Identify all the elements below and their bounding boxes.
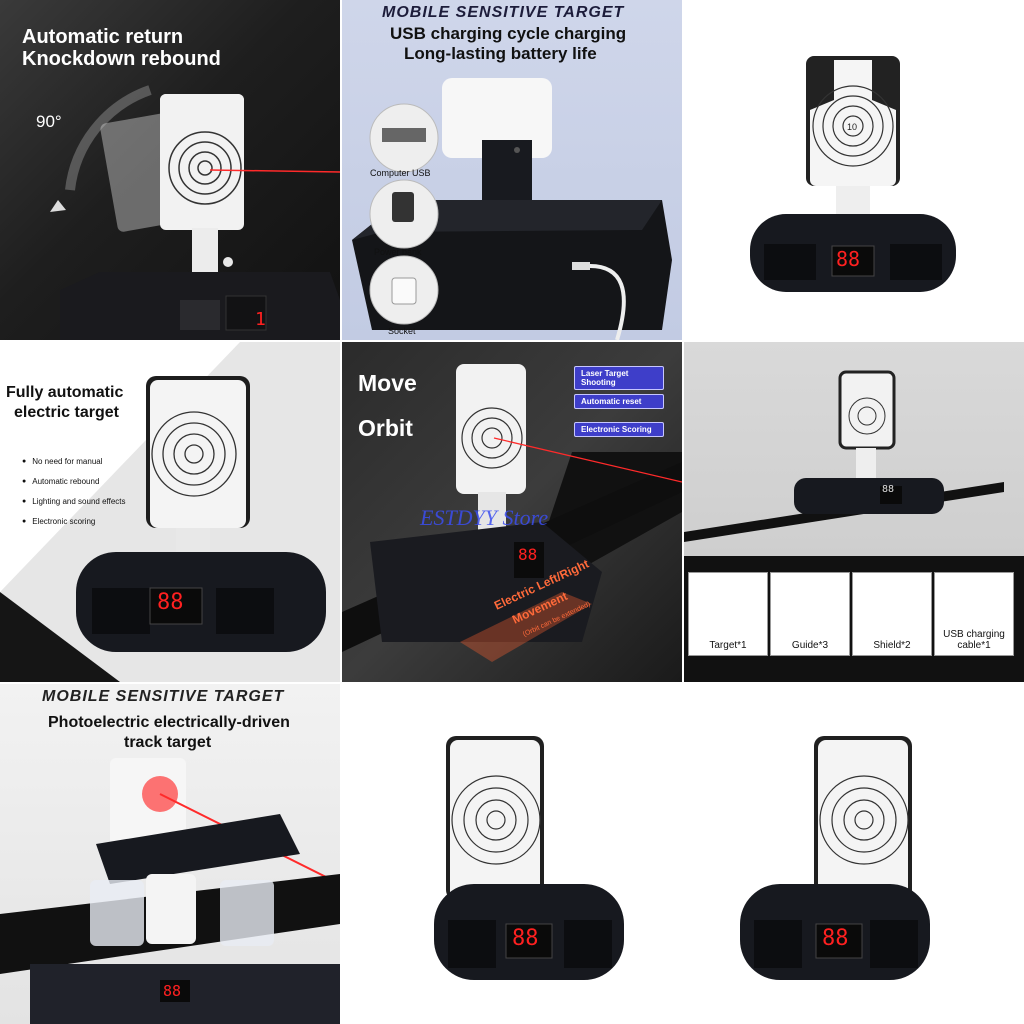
panel-track-target: MOBILE SENSITIVE TARGET Photoelectric el… (0, 684, 340, 1024)
panel-product-angle-left: 88 (342, 684, 682, 1024)
panel-knockdown-rebound: 1 Automatic return Knockdown rebound 90° (0, 0, 340, 340)
accessory-label: Shield*2 (873, 640, 911, 651)
store-watermark: ESTDYY Store (420, 505, 549, 530)
orbit-label: Orbit (358, 415, 413, 441)
brand-heading: MOBILE SENSITIVE TARGET (382, 4, 625, 21)
score-display: 88 (518, 545, 538, 564)
usb-charging-illustration (352, 78, 672, 340)
panel-usb-charging: MOBILE SENSITIVE TARGET USB charging cyc… (342, 0, 682, 340)
accessory-guide: Guide*3 (770, 572, 850, 656)
panel-product-front: 10 88 (684, 0, 1024, 340)
panel4-title-line2: electric target (14, 404, 119, 421)
target-device-image: 10 (750, 56, 956, 292)
accessory-label: Guide*3 (791, 640, 829, 651)
panel1-title-line2: Knockdown rebound (22, 48, 221, 70)
svg-text:10: 10 (847, 122, 857, 132)
panel2-line2: Long-lasting battery life (404, 44, 597, 63)
move-label: Move (358, 370, 417, 396)
score-display: 88 (157, 590, 184, 615)
brand-heading: MOBILE SENSITIVE TARGET (42, 688, 285, 705)
score-display: 88 (163, 982, 182, 1000)
accessory-usb-cable: USB charging cable*1 (934, 572, 1014, 656)
accessory-shield: Shield*2 (852, 572, 932, 656)
panel2-line1: USB charging cycle charging (390, 24, 627, 43)
panel-move-orbit: Move Orbit Laser Target Shooting Automat… (342, 342, 682, 682)
label-power-bank: Power bank (374, 247, 422, 257)
orbit-illustration (342, 364, 682, 662)
score-display: 88 (836, 247, 861, 271)
panel-product-angle-right: 88 (684, 684, 1024, 1024)
feature-pill-automatic-reset: Automatic reset (574, 394, 664, 409)
feature-pill-laser-target-shooting: Laser Target Shooting (574, 366, 664, 390)
score-display: 88 (512, 926, 539, 951)
panel-package-contents: Target*1 Guide*3 Shield*2 USB charging c… (684, 342, 1024, 682)
panel-fully-automatic: Fully automatic electric target No need … (0, 342, 340, 682)
label-computer-usb: Computer USB (370, 168, 431, 178)
feature-bullet: Automatic rebound (22, 477, 99, 486)
accessory-label: USB charging cable*1 (943, 629, 1005, 651)
track-target-illustration (0, 758, 340, 1024)
accessory-label: Target*1 (709, 640, 747, 651)
panel1-title-line1: Automatic return (22, 26, 184, 48)
panel4-title-line1: Fully automatic (6, 384, 124, 401)
feature-bullet: No need for manual (22, 457, 102, 466)
target-device-image (434, 736, 624, 980)
angle-label: 90° (36, 112, 62, 131)
score-display: 88 (822, 926, 849, 951)
panel7-line2: track target (124, 734, 212, 751)
accessory-target: Target*1 (688, 572, 768, 656)
target-device-image (740, 736, 930, 980)
knockdown-illustration: 1 (50, 85, 340, 340)
feature-bullet: Lighting and sound effects (22, 497, 125, 506)
feature-pill-electronic-scoring: Electronic Scoring (574, 422, 664, 437)
label-socket: Socket (388, 326, 416, 336)
panel7-line1: Photoelectric electrically-driven (48, 714, 290, 731)
fully-automatic-illustration (0, 342, 340, 682)
score-display: 88 (882, 484, 895, 495)
feature-bullet: Electronic scoring (22, 517, 95, 526)
svg-text:1: 1 (255, 309, 266, 330)
